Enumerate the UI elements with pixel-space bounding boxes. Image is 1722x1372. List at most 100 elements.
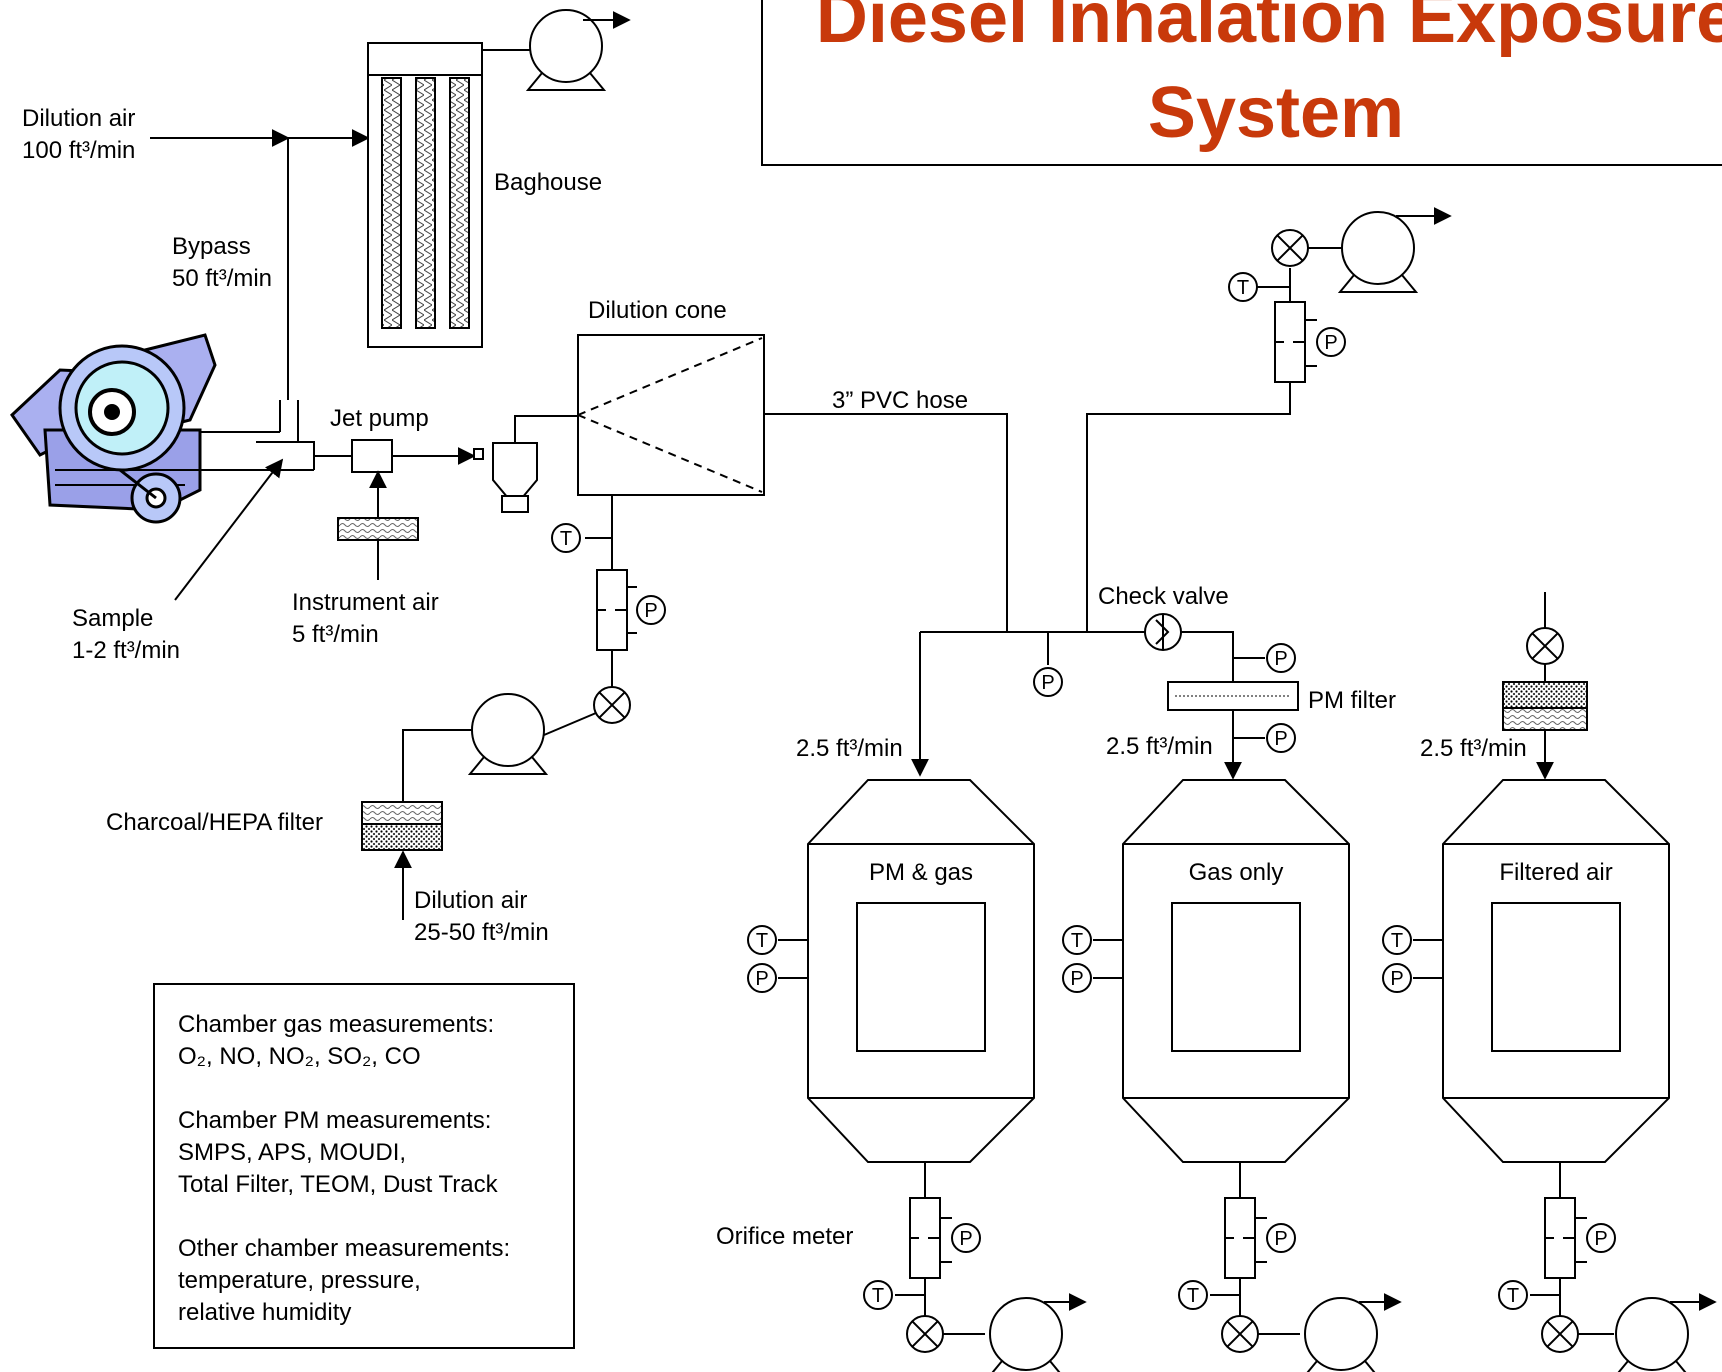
- top-valve-icon: [1271, 229, 1309, 267]
- pressure-sensor: P: [1586, 1223, 1616, 1253]
- flow-chamber-3: 2.5 ft³/min: [1420, 735, 1527, 762]
- engine-icon: [10, 333, 217, 524]
- cyclone-icon: [473, 415, 578, 513]
- title-line-2: System: [1148, 73, 1404, 153]
- dilution-air-bottom-label: Dilution air: [414, 887, 527, 914]
- svg-text:T: T: [1187, 1285, 1199, 1307]
- bypass-label: Bypass: [172, 233, 251, 260]
- pressure-sensor: P: [747, 963, 777, 993]
- pressure-sensor: P: [1266, 1223, 1296, 1253]
- pressure-sensor: P: [1382, 963, 1412, 993]
- svg-text:P: P: [1594, 1228, 1607, 1250]
- outlet-1: [895, 1162, 1087, 1372]
- temperature-sensor: T: [1178, 1280, 1208, 1310]
- baghouse-pump-icon: [527, 9, 605, 91]
- baghouse-label: Baghouse: [494, 169, 602, 196]
- chamber-label-gas-only: Gas only: [1189, 859, 1284, 886]
- temperature-sensor: T: [863, 1280, 893, 1310]
- temperature-sensor: T: [1228, 272, 1258, 302]
- svg-text:P: P: [1390, 968, 1403, 990]
- svg-text:T: T: [1071, 930, 1083, 952]
- svg-text:P: P: [1274, 728, 1287, 750]
- measurements-box: Chamber gas measurements: O₂, NO, NO₂, S…: [153, 983, 575, 1349]
- pressure-sensor: P: [1266, 643, 1296, 673]
- dilution-cone: [577, 334, 765, 496]
- sample-label: Sample: [72, 605, 153, 632]
- bypass-flow: 50 ft³/min: [172, 265, 272, 292]
- pvc-hose-label: 3” PVC hose: [832, 387, 968, 414]
- svg-text:P: P: [755, 968, 768, 990]
- temperature-sensor: T: [1382, 925, 1412, 955]
- sample-flow: 1-2 ft³/min: [72, 637, 180, 664]
- cone-valve-icon: [593, 686, 631, 724]
- check-valve-icon: [1144, 613, 1182, 651]
- pressure-sensor: P: [1316, 327, 1346, 357]
- pm-measurements-items-2: Total Filter, TEOM, Dust Track: [178, 1171, 499, 1198]
- svg-text:P: P: [1041, 672, 1054, 694]
- pm-filter-label: PM filter: [1308, 687, 1396, 714]
- labels: Dilution air 100 ft³/min Baghouse Bypass…: [22, 105, 1613, 1250]
- pressure-sensor: P: [1033, 667, 1063, 697]
- pressure-sensor: P: [951, 1223, 981, 1253]
- dilution-cone-label: Dilution cone: [588, 297, 727, 324]
- title-line-1: Diesel Inhalation Exposure: [816, 0, 1722, 58]
- instrument-air-flow: 5 ft³/min: [292, 621, 379, 648]
- exhaust-lines: [150, 129, 476, 601]
- chamber-label-pm-gas: PM & gas: [869, 859, 973, 886]
- svg-text:T: T: [1237, 277, 1249, 299]
- svg-text:T: T: [1391, 930, 1403, 952]
- chamber-pm-gas: [807, 779, 1035, 1163]
- charcoal-filter-label: Charcoal/HEPA filter: [106, 809, 323, 836]
- check-valve-label: Check valve: [1098, 583, 1229, 610]
- jet-pump-label: Jet pump: [330, 405, 429, 432]
- svg-text:P: P: [1274, 648, 1287, 670]
- pm-measurements-items-1: SMPS, APS, MOUDI,: [178, 1139, 406, 1166]
- pressure-sensor: P: [636, 595, 666, 625]
- pm-measurements-heading: Chamber PM measurements:: [178, 1107, 491, 1134]
- filtered-air-filter-icon: [1502, 681, 1588, 731]
- dilution-air-top-flow: 100 ft³/min: [22, 137, 135, 164]
- title-box: Diesel Inhalation Exposure System: [761, 0, 1722, 166]
- baghouse: [367, 42, 530, 348]
- other-measurements-items-1: temperature, pressure,: [178, 1267, 421, 1294]
- instrument-air-label: Instrument air: [292, 589, 439, 616]
- flow-chamber-1: 2.5 ft³/min: [796, 735, 903, 762]
- temperature-sensor: T: [1062, 925, 1092, 955]
- dilution-air-top-label: Dilution air: [22, 105, 135, 132]
- temperature-sensor: T: [1498, 1280, 1528, 1310]
- orifice-meter-label: Orifice meter: [716, 1223, 853, 1250]
- chamber-filtered-air: [1442, 779, 1670, 1163]
- svg-text:P: P: [644, 600, 657, 622]
- svg-text:T: T: [560, 528, 572, 550]
- chamber-gas-only: [1122, 779, 1350, 1163]
- svg-text:T: T: [1507, 1285, 1519, 1307]
- flow-chamber-2: 2.5 ft³/min: [1106, 733, 1213, 760]
- svg-text:P: P: [1274, 1228, 1287, 1250]
- chamber-label-filtered-air: Filtered air: [1499, 859, 1612, 886]
- pressure-sensor: P: [1266, 723, 1296, 753]
- pvc-hose-line: [764, 413, 1008, 632]
- temperature-sensor: T: [551, 523, 581, 553]
- outlet-3: [1530, 1162, 1717, 1372]
- outlet-2: [1210, 1162, 1402, 1372]
- svg-text:T: T: [756, 930, 768, 952]
- temperature-sensor: T: [747, 925, 777, 955]
- instrument-air-filter-icon: [337, 517, 419, 541]
- top-pump-icon: [1339, 211, 1417, 293]
- other-measurements-items-2: relative humidity: [178, 1299, 351, 1326]
- gas-measurements-heading: Chamber gas measurements:: [178, 1011, 494, 1038]
- filtered-air-valve-icon: [1526, 627, 1564, 665]
- sensor-group: T P T P P P P T P T P T P P T P T P T: [551, 272, 1616, 1310]
- gas-measurements-items: O₂, NO, NO₂, SO₂, CO: [178, 1043, 421, 1070]
- charcoal-hepa-filter-icon: [361, 801, 443, 851]
- pressure-sensor: P: [1062, 963, 1092, 993]
- svg-text:P: P: [1324, 332, 1337, 354]
- other-measurements-heading: Other chamber measurements:: [178, 1235, 510, 1262]
- svg-text:P: P: [959, 1228, 972, 1250]
- svg-text:T: T: [872, 1285, 884, 1307]
- svg-text:P: P: [1070, 968, 1083, 990]
- cone-pump-icon: [469, 693, 547, 775]
- jet-pump: [351, 439, 393, 473]
- dilution-air-bottom-flow: 25-50 ft³/min: [414, 919, 549, 946]
